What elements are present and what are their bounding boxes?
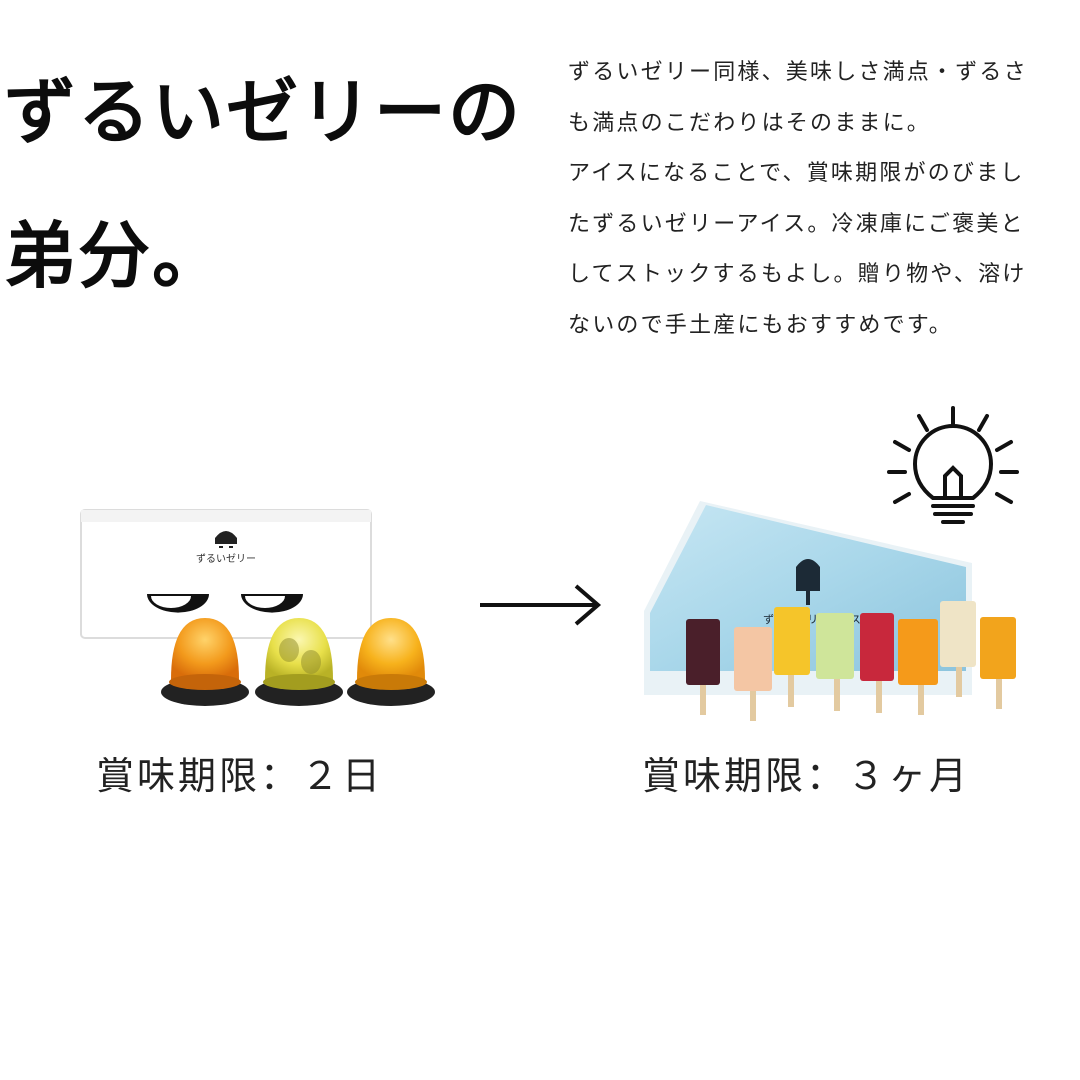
shelf-life-caption-jelly: 賞味期限：２日 xyxy=(96,754,384,798)
popsicle-orange xyxy=(898,619,938,715)
description-line: も満点のこだわりはそのままに。 xyxy=(568,110,932,136)
description-line: ないので手土産にもおすすめです。 xyxy=(568,312,954,338)
description-line: してストックするもよし。贈り物や、溶け xyxy=(568,262,1027,287)
jelly-cup-kiwi xyxy=(255,618,343,706)
popsicle-banana xyxy=(940,601,976,697)
popsicle-grape xyxy=(686,619,720,715)
jelly-cup-mango xyxy=(347,618,435,706)
description-line: アイスになることで、賞味期限がのびまし xyxy=(568,161,1025,186)
jelly-cup-orange xyxy=(161,618,249,706)
description: ずるいゼリー同様、美味しさ満点・ずるさ も満点のこだわりはそのままに。 アイスに… xyxy=(568,48,1073,351)
arrow-right-icon xyxy=(480,584,602,626)
headline: ずるいゼリーの 弟分。 xyxy=(4,40,544,328)
description-line: ずるいゼリー同様、美味しさ満点・ずるさ xyxy=(568,60,1028,85)
popsicle-pineapple xyxy=(774,607,810,707)
jelly-box-illustration: ずるいゼリー xyxy=(80,509,435,706)
description-line: たずるいゼリーアイス。冷凍庫にご褒美と xyxy=(568,211,1025,237)
headline-line-2: 弟分。 xyxy=(4,214,227,298)
popsicle-melon xyxy=(816,613,854,711)
shelf-life-caption-ice: 賞味期限：３ヶ月 xyxy=(642,754,971,798)
ice-box-illustration: ずるいゼリーアイス xyxy=(644,501,1016,721)
popsicle-peach xyxy=(734,627,772,721)
box-label: ずるいゼリー xyxy=(196,553,256,565)
popsicle-mango xyxy=(980,617,1016,709)
lightbulb-icon xyxy=(887,406,1019,524)
headline-line-1: ずるいゼリーの xyxy=(4,70,523,154)
popsicle-strawberry xyxy=(860,613,894,713)
